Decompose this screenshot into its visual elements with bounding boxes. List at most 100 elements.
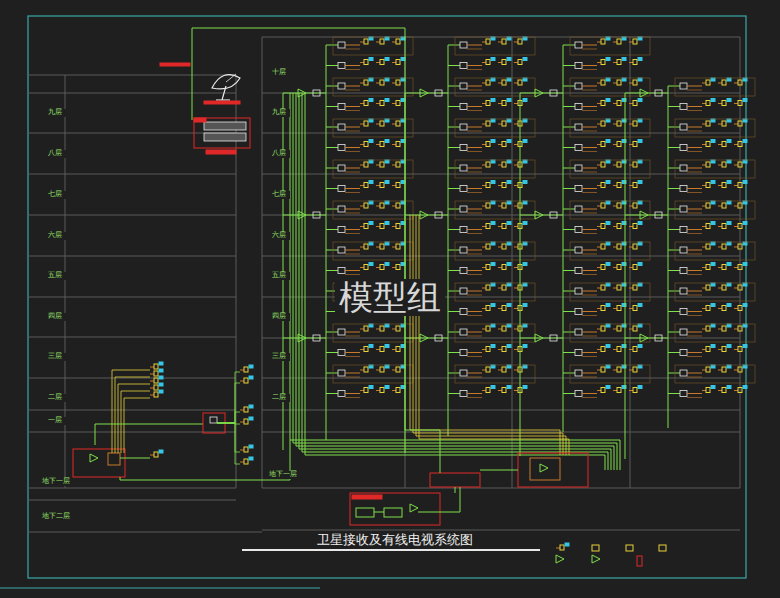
- tv-outlet-symbol: [244, 367, 248, 372]
- tv-outlet-symbol: [706, 162, 710, 167]
- tv-outlet-symbol: [601, 142, 605, 147]
- tv-outlet-symbol: [722, 265, 726, 270]
- outlet-lead: [392, 267, 396, 268]
- tv-outlet-symbol: [633, 142, 637, 147]
- branch-cable: [582, 295, 597, 296]
- outlet-lead: [556, 548, 560, 549]
- tv-outlet-symbol: [486, 224, 490, 229]
- outlet-lead: [392, 185, 396, 186]
- floor-label: 八层: [44, 150, 66, 158]
- floor-tap-group: [675, 242, 755, 260]
- branch-cable: [448, 209, 460, 210]
- branch-cable: [563, 250, 575, 251]
- tv-outlet-symbol: [502, 162, 506, 167]
- tv-outlet-symbol: [385, 99, 389, 102]
- wire-line: [305, 93, 605, 470]
- junction-box: [430, 473, 480, 487]
- splitter-symbol: [680, 83, 687, 89]
- tv-outlet-symbol: [727, 263, 731, 266]
- tv-outlet-symbol: [159, 362, 163, 365]
- tv-outlet-symbol: [722, 285, 726, 290]
- tv-outlet-symbol: [369, 201, 373, 204]
- branch-cable: [687, 311, 702, 312]
- amplifier-symbol: [535, 89, 543, 97]
- splitter-symbol: [680, 104, 687, 110]
- tv-outlet-symbol: [385, 160, 389, 163]
- branch-cable: [326, 127, 338, 128]
- tv-outlet-symbol: [617, 224, 621, 229]
- tv-outlet-symbol: [617, 121, 621, 126]
- branch-cable: [326, 168, 338, 169]
- branch-cable: [582, 110, 597, 111]
- tv-outlet-symbol: [601, 306, 605, 311]
- outlet-lead: [360, 165, 364, 166]
- tv-outlet-symbol: [738, 121, 742, 126]
- tv-outlet-symbol: [617, 347, 621, 352]
- splitter-symbol: [338, 370, 345, 376]
- outlet-lead: [240, 410, 244, 411]
- outlet-lead: [482, 329, 486, 330]
- outlet-lead: [360, 124, 364, 125]
- branch-cable: [467, 209, 482, 210]
- tv-outlet-symbol: [617, 162, 621, 167]
- branch-cable: [582, 250, 597, 251]
- tv-outlet-symbol: [502, 224, 506, 229]
- splitter-symbol: [575, 145, 582, 151]
- outlet-lead: [629, 124, 633, 125]
- tv-outlet-symbol: [396, 162, 400, 167]
- outlet-lead: [597, 62, 601, 63]
- tv-outlet-symbol: [486, 60, 490, 65]
- outlet-lead: [240, 462, 244, 463]
- splitter-symbol: [460, 63, 467, 69]
- tv-outlet-symbol: [491, 119, 495, 122]
- tv-outlet-symbol: [507, 160, 511, 163]
- tv-outlet-symbol: [638, 37, 642, 40]
- tv-outlet-symbol: [486, 39, 490, 44]
- tv-outlet-symbol: [244, 378, 248, 383]
- outlet-lead: [360, 390, 364, 391]
- tv-outlet-symbol: [711, 283, 715, 286]
- modulator-symbol: [356, 508, 374, 517]
- tv-outlet-symbol: [486, 285, 490, 290]
- tv-outlet-symbol: [617, 388, 621, 393]
- tv-outlet-symbol: [364, 101, 368, 106]
- outlet-lead: [392, 226, 396, 227]
- branch-cable: [467, 45, 482, 46]
- splitter-symbol: [655, 335, 662, 341]
- branch-cable: [582, 332, 597, 333]
- tv-outlet-symbol: [523, 99, 527, 102]
- tv-outlet-symbol: [633, 244, 637, 249]
- outlet-lead: [702, 144, 706, 145]
- outlet-lead: [392, 370, 396, 371]
- tv-outlet-symbol: [722, 306, 726, 311]
- tv-outlet-symbol: [617, 80, 621, 85]
- tv-outlet-symbol: [369, 58, 373, 61]
- branch-cable: [326, 250, 338, 251]
- outlet-lead: [629, 165, 633, 166]
- tv-outlet-symbol: [369, 181, 373, 184]
- outlet-lead: [613, 185, 617, 186]
- tv-outlet-symbol: [486, 203, 490, 208]
- branch-cable: [467, 65, 482, 66]
- branch-cable: [563, 45, 575, 46]
- outlet-lead: [376, 62, 380, 63]
- floor-line: [262, 488, 740, 489]
- branch-cable: [687, 356, 702, 357]
- branch-cable: [582, 65, 597, 66]
- tv-outlet-symbol: [633, 224, 637, 229]
- wire-line: [121, 391, 150, 453]
- tv-outlet-symbol: [727, 99, 731, 102]
- outlet-lead: [597, 103, 601, 104]
- branch-cable: [448, 250, 460, 251]
- dish-stand: [222, 86, 226, 100]
- floor-tap-group: [333, 365, 413, 383]
- outlet-lead: [360, 206, 364, 207]
- floor-tap-group: [333, 324, 413, 342]
- splitter-symbol: [680, 227, 687, 233]
- outlet-lead: [597, 329, 601, 330]
- outlet-lead: [376, 226, 380, 227]
- floor-tap-group: [333, 201, 413, 219]
- branch-cable: [687, 393, 702, 394]
- outlet-lead: [629, 83, 633, 84]
- floor-label: 地下二层: [38, 513, 74, 521]
